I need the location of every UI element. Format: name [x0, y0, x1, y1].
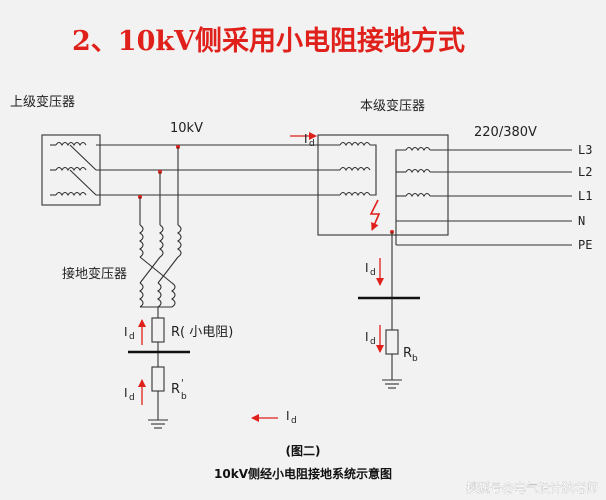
- current-label-up-2-sub: d: [129, 393, 135, 403]
- fault-lightning-icon: [369, 199, 381, 231]
- earth-symbol-right: [382, 379, 402, 389]
- current-label-up-1-sub: d: [129, 332, 135, 342]
- resistor-rb-sub: b: [412, 354, 418, 364]
- upper-transformer-label: 上级变压器: [10, 94, 75, 110]
- hv-voltage-label: 10kV: [170, 121, 203, 136]
- figure-caption: 10kV侧经小电阻接地系统示意图: [214, 466, 392, 481]
- local-transformer-label: 本级变压器: [360, 98, 425, 114]
- current-label-hv: I: [304, 132, 308, 146]
- local-transformer-hv-windings: [339, 141, 377, 197]
- resistor-rb-label: R: [403, 346, 412, 361]
- grounding-transformer: [139, 147, 182, 318]
- resistor-r: [151, 317, 165, 343]
- hv-busbars: [69, 144, 340, 196]
- resistor-rb-prime-sub: b: [181, 392, 187, 402]
- line-label-l2: L2: [578, 165, 592, 179]
- local-transformer-box: [317, 134, 449, 236]
- lv-voltage-label: 220/380V: [474, 125, 537, 140]
- line-label-l1: L1: [578, 189, 592, 203]
- current-label-up-1: I: [124, 325, 128, 339]
- watermark: 搜狐号@电气设计狄老师: [466, 480, 598, 495]
- line-label-n: N: [578, 214, 585, 228]
- resistor-rb-prime-label: R: [171, 382, 180, 397]
- page-title: 2、10kV侧采用小电阻接地方式: [72, 25, 465, 57]
- lv-lines: [395, 149, 572, 246]
- resistor-rb-prime-mark: ': [181, 378, 184, 389]
- current-label-up-2: I: [124, 386, 128, 400]
- upper-transformer-windings: [50, 141, 87, 197]
- current-label-return: I: [286, 409, 290, 423]
- resistor-rb: [385, 329, 399, 355]
- grounding-transformer-label: 接地变压器: [62, 266, 127, 282]
- local-transformer-lv-windings: [395, 146, 431, 221]
- current-label-return-sub: d: [291, 416, 297, 426]
- resistor-r-label: R( 小电阻): [171, 325, 233, 340]
- current-label-down-2: I: [365, 330, 369, 344]
- current-label-down-1: I: [365, 261, 369, 275]
- current-label-down-1-sub: d: [370, 268, 376, 278]
- figure-number: (图二): [286, 444, 321, 458]
- current-label-down-2-sub: d: [370, 337, 376, 347]
- earth-symbol-left: [148, 419, 168, 429]
- current-label-hv-sub: d: [309, 139, 315, 149]
- resistor-rb-prime: [151, 366, 165, 392]
- line-label-pe: PE: [578, 238, 592, 252]
- line-label-l3: L3: [578, 143, 592, 157]
